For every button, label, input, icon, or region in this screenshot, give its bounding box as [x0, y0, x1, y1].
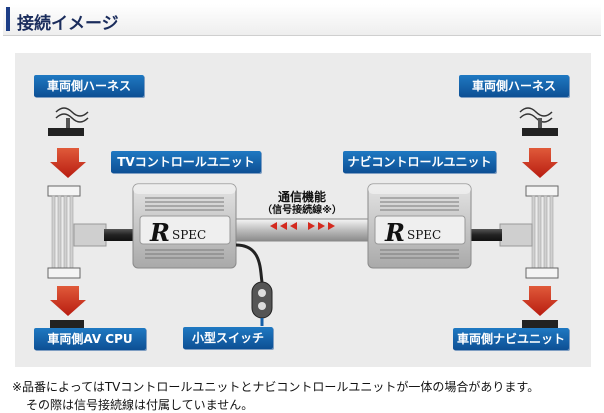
- signal-link-cable: [231, 218, 373, 242]
- footnote-line-2: その際は信号接続線は付属していません。: [26, 398, 254, 412]
- label-harness-right: 車両側ハーネス: [459, 75, 569, 97]
- right-vehicle-connector: [522, 320, 558, 328]
- label-navi-vehicle: 車両側ナビユニット: [453, 328, 569, 350]
- link-title: 通信機能: [277, 190, 326, 204]
- small-switch: [251, 281, 273, 319]
- label-tv-unit: TVコントロールユニット: [111, 151, 261, 173]
- diagram-panel: [15, 53, 591, 367]
- left-down-arrow-lower: [50, 286, 86, 316]
- tv-control-unit: [132, 183, 237, 269]
- tv-unit-logo-text: SPEC: [172, 228, 206, 242]
- navi-unit-logo-text: SPEC: [407, 228, 441, 242]
- navi-control-unit: [367, 183, 472, 269]
- label-harness-left: 車両側ハーネス: [34, 75, 144, 97]
- label-av-cpu: 車両側AV CPU: [34, 328, 146, 350]
- right-down-arrow-lower: [522, 286, 558, 316]
- tv-unit-logo-letter: R: [149, 218, 170, 247]
- right-harness-plug: [519, 107, 558, 136]
- left-down-arrow-upper: [50, 148, 86, 178]
- left-vehicle-connector: [50, 320, 84, 328]
- label-navi-unit: ナビコントロールユニット: [343, 151, 496, 173]
- switch-cable: [235, 243, 264, 283]
- label-small-switch: 小型スイッチ: [183, 327, 273, 349]
- navi-unit-logo-letter: R: [384, 218, 405, 247]
- link-subtitle: （信号接続線※）: [262, 205, 342, 216]
- left-harness-plug: [48, 107, 89, 136]
- right-y-harness: [470, 185, 559, 279]
- right-down-arrow-upper: [522, 148, 558, 178]
- left-y-harness: [47, 185, 134, 279]
- footnote-line-1: ※品番によってはTVコントロールユニットとナビコントロールユニットが一体の場合が…: [12, 380, 540, 394]
- page-title: 接続イメージ: [17, 14, 119, 34]
- header-accent-bar: [6, 7, 10, 31]
- section-header: 接続イメージ: [3, 4, 601, 36]
